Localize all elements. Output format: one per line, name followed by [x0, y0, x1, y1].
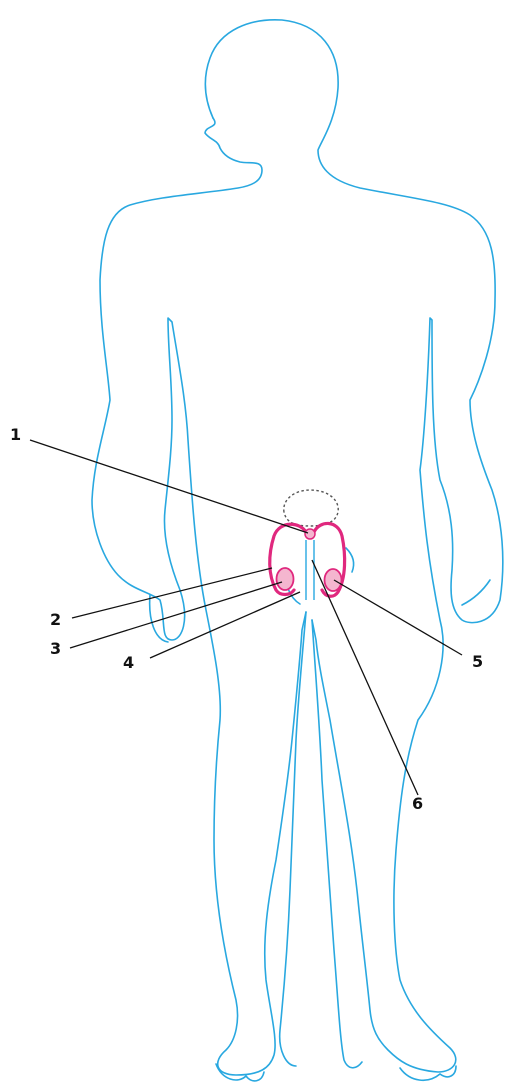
head-and-upper-body-outline: [205, 20, 503, 1072]
right-arm-crease: [462, 580, 490, 605]
left-side-body-outline: [92, 118, 306, 1075]
urethra: [306, 540, 314, 600]
label-6: 6: [412, 794, 423, 813]
label-2: 2: [50, 610, 61, 629]
leader-line-6: [312, 560, 418, 795]
reproductive-organs: [270, 523, 345, 600]
label-3: 3: [50, 639, 61, 658]
leader-line-2: [72, 568, 272, 618]
leader-line-1: [30, 440, 308, 533]
inner-leg-outline-left: [280, 612, 306, 1066]
body-outline: [92, 20, 503, 1081]
leader-line-5: [334, 580, 462, 655]
left-testis: [277, 568, 294, 590]
leader-line-4: [150, 592, 300, 658]
label-4: 4: [123, 653, 134, 672]
label-1: 1: [10, 425, 21, 444]
label-5: 5: [472, 652, 483, 671]
right-foot-toes: [400, 1066, 456, 1080]
right-testis: [325, 569, 342, 591]
inner-leg-outline-right: [312, 620, 362, 1068]
prostate: [305, 529, 315, 539]
leader-lines: [30, 440, 462, 795]
bladder-outline: [284, 490, 338, 526]
right-groin-line: [346, 548, 354, 572]
